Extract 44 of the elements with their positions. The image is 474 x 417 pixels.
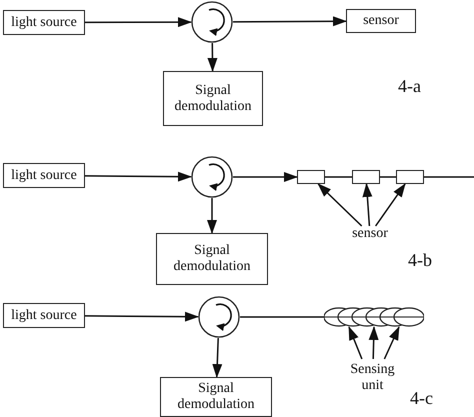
box-label: sensor bbox=[363, 13, 399, 29]
box-label: light source bbox=[11, 168, 77, 184]
annotation-text: sensor bbox=[340, 226, 400, 242]
sensing-unit-drawing bbox=[324, 307, 424, 327]
process-box bbox=[160, 377, 272, 417]
arrow bbox=[207, 43, 218, 72]
leader-arrow bbox=[368, 326, 379, 360]
circulator-symbol bbox=[191, 1, 233, 43]
annotation-text: Sensing unit bbox=[345, 361, 400, 395]
box-label: Signal demodulation bbox=[176, 381, 256, 413]
arrow bbox=[233, 16, 347, 26]
leader-arrow bbox=[348, 326, 363, 360]
arrow bbox=[212, 338, 222, 378]
fiber-line bbox=[325, 176, 352, 178]
leader-arrow bbox=[384, 326, 400, 360]
sensor-element-box bbox=[352, 170, 380, 184]
panel-label: 4-a bbox=[398, 76, 421, 97]
arrow bbox=[207, 198, 217, 234]
panel-label: 4-c bbox=[410, 388, 433, 409]
arrow bbox=[85, 312, 199, 322]
arrow bbox=[85, 17, 192, 28]
panel-label: 4-b bbox=[408, 250, 432, 271]
process-box bbox=[3, 303, 85, 328]
arrow bbox=[233, 172, 298, 182]
fiber-line bbox=[424, 176, 474, 178]
leader-arrow bbox=[317, 183, 362, 227]
process-box bbox=[3, 10, 85, 35]
process-box bbox=[3, 163, 85, 188]
arrow bbox=[85, 172, 192, 182]
leader-arrow bbox=[374, 183, 406, 226]
circulator-symbol bbox=[191, 156, 233, 198]
process-box bbox=[163, 71, 263, 126]
fiber-line bbox=[240, 316, 324, 318]
box-label: light source bbox=[11, 308, 77, 324]
circulator-symbol bbox=[198, 296, 240, 338]
box-label: Signal demodulation bbox=[172, 243, 252, 275]
sensor-element-box bbox=[297, 170, 325, 184]
box-label: Signal demodulation bbox=[174, 82, 252, 114]
process-box bbox=[346, 9, 416, 33]
box-label: light source bbox=[11, 14, 77, 30]
leader-arrow bbox=[362, 183, 372, 226]
process-box bbox=[156, 233, 268, 285]
sensor-element-box bbox=[396, 170, 424, 184]
fiber-line bbox=[380, 176, 396, 178]
